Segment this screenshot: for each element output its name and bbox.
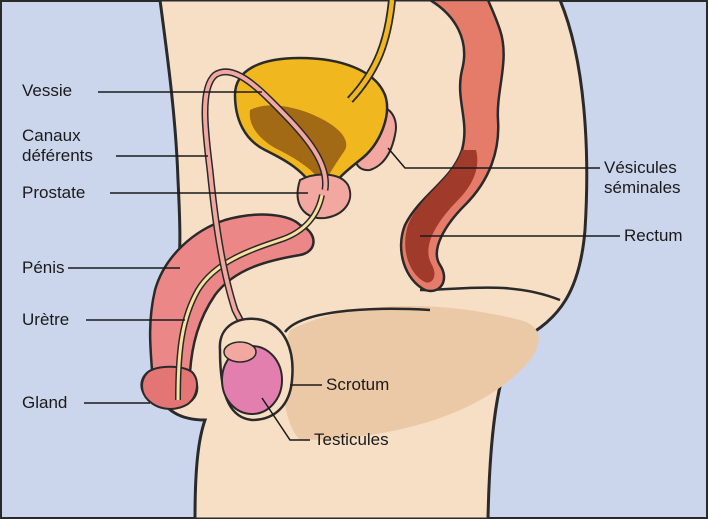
- label-penis: Pénis: [22, 258, 65, 278]
- label-vesicules-seminales: Vésicules séminales: [604, 158, 681, 198]
- label-scrotum: Scrotum: [326, 375, 389, 395]
- label-canaux-line2: déférents: [22, 146, 93, 166]
- label-canaux-deferents: Canaux déférents: [22, 126, 93, 166]
- label-testicules: Testicules: [314, 430, 389, 450]
- label-vesicules-line2: séminales: [604, 178, 681, 198]
- label-rectum: Rectum: [624, 226, 683, 246]
- label-canaux-line1: Canaux: [22, 126, 93, 146]
- label-prostate: Prostate: [22, 183, 85, 203]
- label-vessie: Vessie: [22, 81, 72, 101]
- epididymis-shape: [224, 342, 256, 362]
- label-uretre: Urètre: [22, 310, 69, 330]
- label-gland: Gland: [22, 393, 67, 413]
- glans-shape: [142, 367, 197, 409]
- label-vesicules-line1: Vésicules: [604, 158, 681, 178]
